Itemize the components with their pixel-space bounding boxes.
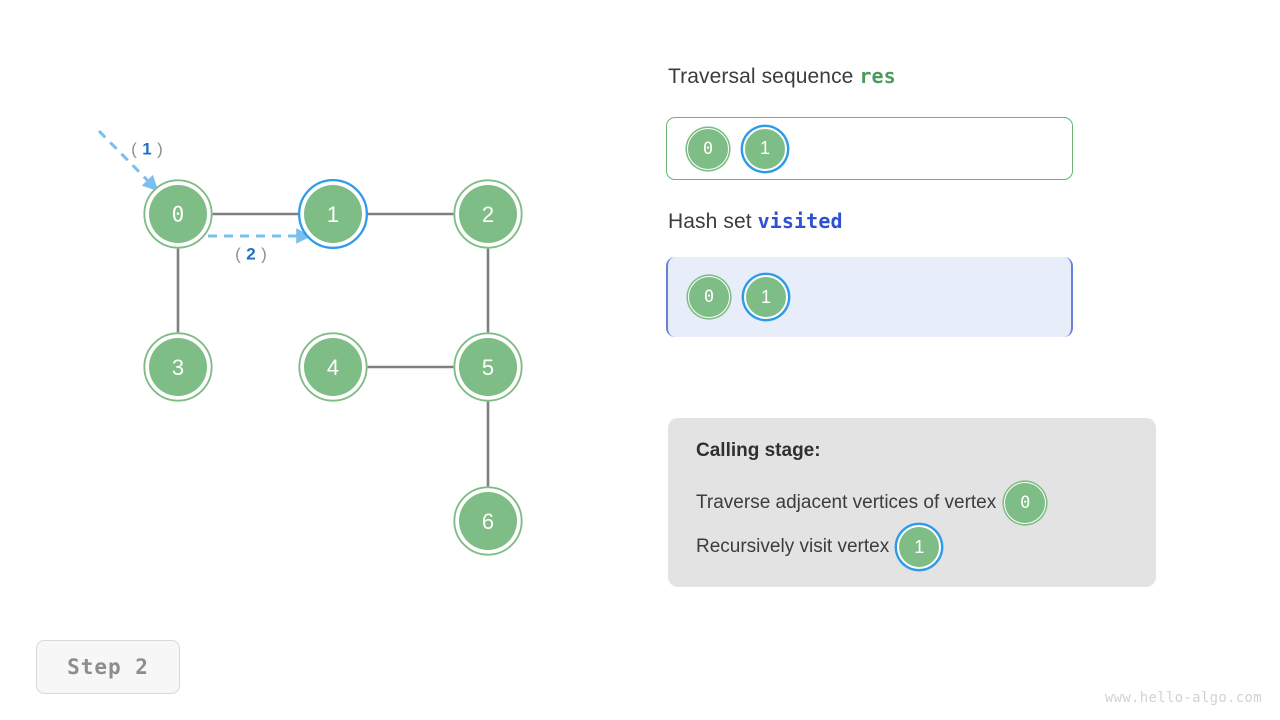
graph-node-label-6: 6	[482, 509, 494, 534]
res-chip-label: 1	[759, 138, 770, 158]
arrow-1-marker: (1)	[131, 140, 163, 159]
arrow-1-paren-close: )	[157, 140, 163, 159]
arrow-2-paren-close: )	[261, 245, 267, 264]
arrow-2-paren-open: (	[235, 245, 241, 264]
graph-node-0[interactable]: 0	[143, 179, 213, 249]
graph-node-label-2: 2	[482, 202, 494, 227]
calling-stage-line-1-chip-label: 0	[1020, 493, 1031, 513]
calling-stage-line-2: Recursively visit vertex 1	[696, 525, 1156, 569]
calling-stage-line-2-chip-1: 1	[897, 525, 942, 569]
calling-stage-line-2-chip-label: 1	[914, 536, 925, 557]
graph-node-label-4: 4	[327, 355, 339, 380]
visited-heading-text: Hash set	[668, 210, 758, 233]
visited-code-label: visited	[757, 209, 843, 233]
res-heading-text: Traversal sequence	[668, 65, 860, 88]
graph-node-label-5: 5	[482, 355, 494, 380]
calling-stage-title: Calling stage:	[696, 440, 821, 461]
calling-stage-line-1-chip-0: 0	[1004, 482, 1047, 524]
graph-nodes: 0 1 2 3 4 5 6	[143, 178, 523, 556]
visited-chip-1: 1	[744, 275, 788, 319]
calling-stage-line-1: Traverse adjacent vertices of vertex 0	[696, 481, 1156, 525]
res-code-label: res	[859, 64, 896, 88]
res-heading: Traversal sequence res	[668, 64, 896, 89]
graph-step-markers: (1)(2)	[131, 140, 267, 264]
arrow-2-number: 2	[246, 245, 255, 264]
calling-stage-line-1-text: Traverse adjacent vertices of vertex	[696, 492, 997, 513]
res-chip-1: 1	[743, 126, 787, 171]
visited-heading: Hash set visited	[668, 209, 843, 234]
watermark: www.hello-algo.com	[1104, 690, 1262, 706]
graph-node-2[interactable]: 2	[453, 179, 523, 249]
graph-node-label-0: 0	[172, 203, 185, 227]
res-chip-label: 0	[702, 138, 714, 159]
visited-chip-label: 1	[760, 286, 771, 307]
graph-node-6[interactable]: 6	[453, 486, 523, 556]
calling-stage-line-2-text: Recursively visit vertex	[696, 536, 890, 557]
arrow-1-paren-open: (	[131, 140, 137, 159]
res-chip-0: 0	[687, 127, 729, 170]
graph-arrows	[97, 129, 312, 244]
graph-node-4[interactable]: 4	[298, 332, 368, 402]
graph-edges	[176, 212, 490, 487]
calling-stage-card: Calling stage: Traverse adjacent vertice…	[668, 418, 1156, 587]
visited-chip-label: 0	[703, 287, 715, 307]
arrow-1-number: 1	[142, 140, 151, 159]
graph-node-3[interactable]: 3	[143, 332, 213, 402]
graph-node-1[interactable]: 1	[297, 178, 368, 249]
graph-node-label-3: 3	[172, 355, 184, 380]
graph-node-5[interactable]: 5	[453, 332, 523, 402]
visited-chip-0: 0	[688, 276, 730, 318]
step-badge: Step 2	[36, 640, 180, 694]
arrow-1-dashed-line	[97, 129, 159, 192]
graph-node-label-1: 1	[327, 202, 339, 227]
arrow-2-marker: (2)	[235, 245, 267, 264]
